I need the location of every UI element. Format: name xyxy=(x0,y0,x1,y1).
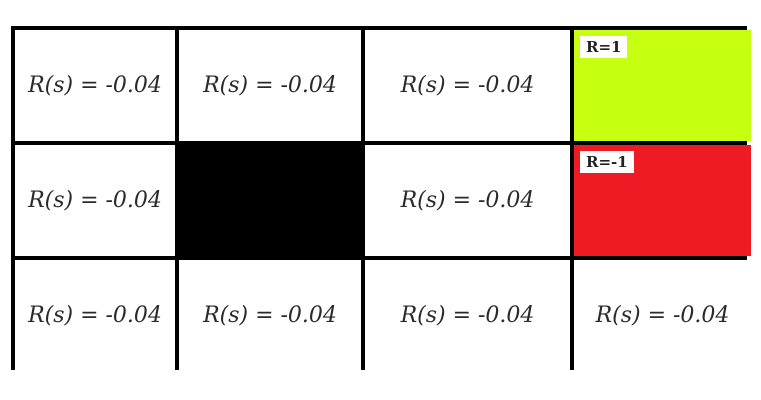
reward-label: R(s) = -0.04 xyxy=(28,73,162,98)
reward-label: R(s) = -0.04 xyxy=(400,73,535,98)
cell-r1-c1: R(s) = -0.04 xyxy=(15,30,175,141)
goal-cell: R=1 xyxy=(574,30,751,141)
pit-cell: R=-1 xyxy=(574,145,751,256)
cell-r3-c3: R(s) = -0.04 xyxy=(365,260,570,370)
grid-world: R(s) = -0.04 R(s) = -0.04 R(s) = -0.04 R… xyxy=(11,26,751,370)
wall-cell xyxy=(179,145,361,256)
cell-r2-c3: R(s) = -0.04 xyxy=(365,145,570,256)
reward-label: R(s) = -0.04 xyxy=(400,302,535,328)
cell-r3-c2: R(s) = -0.04 xyxy=(179,260,361,370)
reward-label: R(s) = -0.04 xyxy=(400,188,535,213)
reward-label: R(s) = -0.04 xyxy=(203,302,337,328)
cell-r3-c1: R(s) = -0.04 xyxy=(15,260,175,370)
cell-r1-c3: R(s) = -0.04 xyxy=(365,30,570,141)
cell-r2-c1: R(s) = -0.04 xyxy=(15,145,175,256)
reward-label: R(s) = -0.04 xyxy=(28,188,162,213)
reward-label: R(s) = -0.04 xyxy=(203,73,337,98)
pit-reward-tag: R=-1 xyxy=(580,151,634,173)
cell-r1-c2: R(s) = -0.04 xyxy=(179,30,361,141)
reward-label: R(s) = -0.04 xyxy=(28,302,162,328)
goal-reward-tag: R=1 xyxy=(580,36,628,58)
cell-r3-c4: R(s) = -0.04 xyxy=(574,260,751,370)
reward-label: R(s) = -0.04 xyxy=(595,302,730,328)
